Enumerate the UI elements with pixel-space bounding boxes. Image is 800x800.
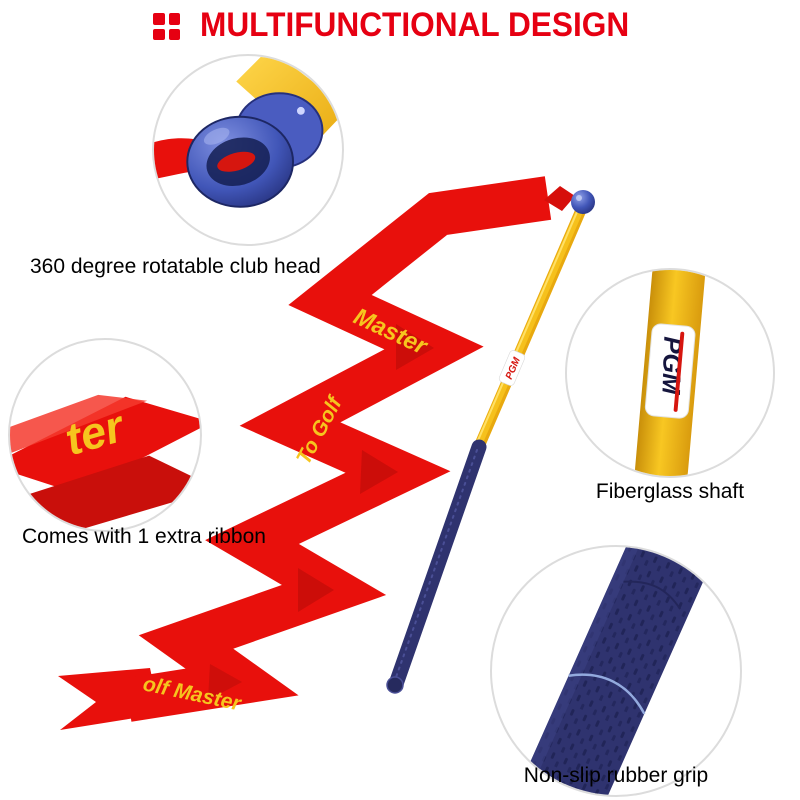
club-head-closeup [154, 56, 342, 208]
label-shaft: Fiberglass shaft [595, 480, 745, 503]
grid-icon-square [153, 28, 165, 40]
label-grip: Non-slip rubber grip [523, 764, 709, 787]
ribbon-clip [544, 186, 575, 211]
ribbon-closeup: ter [10, 394, 200, 530]
callout-shaft: PGM [565, 268, 775, 478]
grid-icon [153, 13, 180, 40]
grid-icon-square [168, 13, 180, 25]
ribbon-fold [10, 396, 200, 493]
ribbon-fold [10, 394, 148, 454]
head-pin [296, 106, 305, 115]
grip-butt-cap [386, 676, 404, 694]
callout-extra-ribbon: ter [8, 338, 202, 532]
callout-club-head [152, 54, 344, 246]
grip-accent-line [568, 673, 646, 715]
ribbon-fold [10, 455, 200, 530]
label-extra-ribbon: Comes with 1 extra ribbon [22, 525, 266, 548]
grip-closeup [508, 547, 709, 795]
trainer-stick: PGM [386, 186, 595, 694]
ribbon: Master To Golf olf Master [58, 176, 552, 730]
logo-swoosh [673, 331, 685, 412]
knob [571, 190, 595, 214]
callout-grip [490, 545, 742, 797]
shaft-closeup: PGM [635, 270, 705, 476]
page-title: MULTIFUNCTIONAL DESIGN [200, 6, 630, 44]
grid-icon-square [168, 28, 180, 40]
label-club-head: 360 degree rotatable club head [30, 255, 321, 278]
grid-icon-square [153, 13, 165, 25]
ribbon-knot [217, 151, 256, 172]
